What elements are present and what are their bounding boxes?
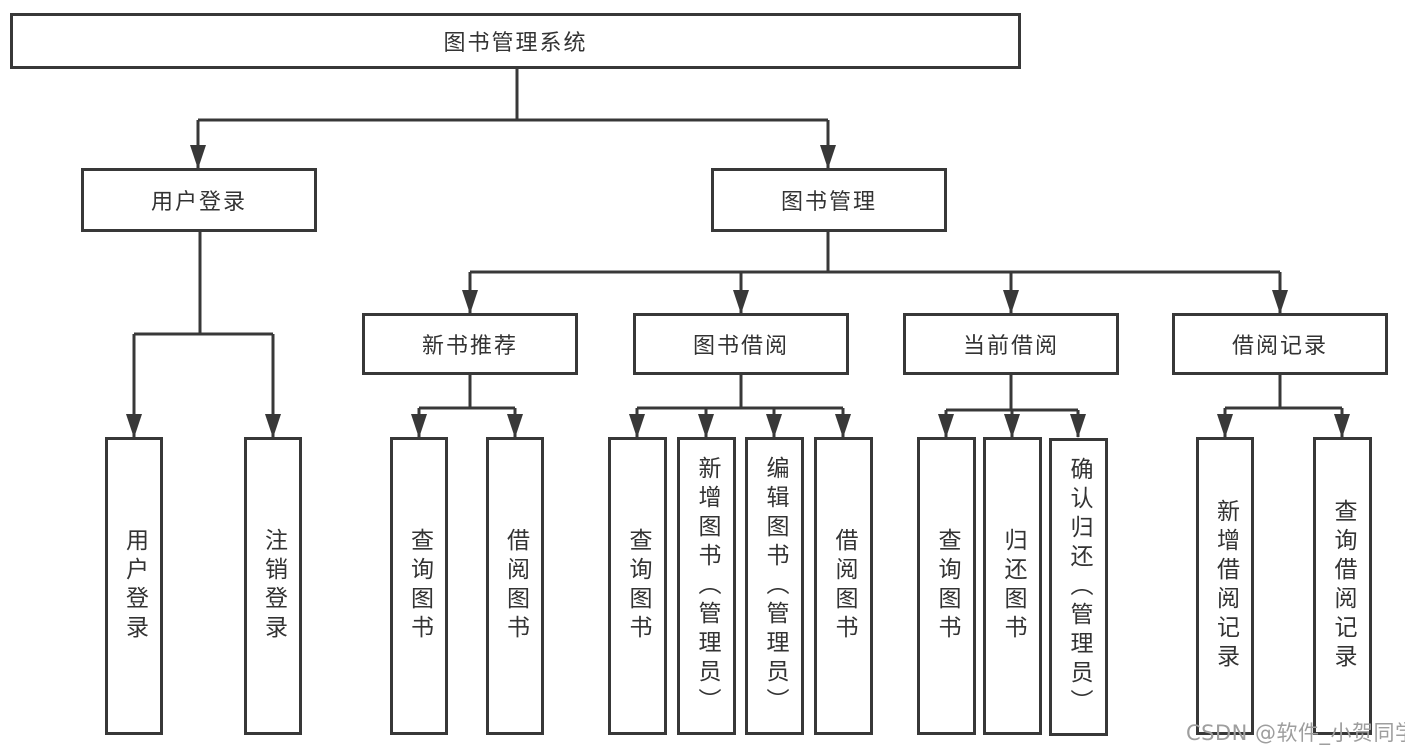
node-label: 归还图书 <box>1000 528 1026 644</box>
connector-book-management-to-level3 <box>462 232 1288 314</box>
node-label: 借阅图书 <box>831 528 857 644</box>
node-label: 借阅图书 <box>502 528 529 644</box>
node-leaf-return-book: 归还图书 <box>983 437 1042 735</box>
node-label: 用户登录 <box>121 528 148 644</box>
node-leaf-query-books-1: 查询图书 <box>390 437 448 735</box>
node-label: 新书推荐 <box>421 334 518 359</box>
node-label: 查询图书 <box>406 528 433 644</box>
node-book-borrowing: 图书借阅 <box>633 313 849 375</box>
connector-root-to-level2 <box>190 68 836 169</box>
connector-book-borrowing-to-leaves <box>629 375 851 438</box>
node-leaf-query-books-3: 查询图书 <box>917 437 976 735</box>
node-leaf-query-books-2: 查询图书 <box>608 437 667 735</box>
node-library-system: 图书管理系统 <box>10 13 1021 69</box>
node-label: 当前借阅 <box>962 334 1059 359</box>
node-label: 确认归还（管理员） <box>1066 456 1092 718</box>
connector-borrowing-records-to-leaves <box>1217 375 1350 438</box>
node-leaf-confirm-return-admin: 确认归还（管理员） <box>1049 438 1108 736</box>
node-label: 新增图书（管理员） <box>694 455 720 717</box>
node-label: 查询图书 <box>625 528 651 644</box>
node-current-borrowing: 当前借阅 <box>903 313 1119 375</box>
node-label: 查询图书 <box>934 528 960 644</box>
node-leaf-add-book-admin: 新增图书（管理员） <box>677 437 736 735</box>
node-label: 借阅记录 <box>1231 334 1328 359</box>
node-leaf-edit-book-admin: 编辑图书（管理员） <box>745 437 804 735</box>
node-leaf-add-borrow-record: 新增借阅记录 <box>1196 437 1254 735</box>
connector-line <box>134 232 273 336</box>
connector-line <box>198 68 828 122</box>
node-borrowing-records: 借阅记录 <box>1172 313 1388 375</box>
node-label: 用户登录 <box>150 190 247 215</box>
node-leaf-borrow-books-1: 借阅图书 <box>486 437 544 735</box>
node-leaf-user-login: 用户登录 <box>105 437 163 735</box>
node-leaf-query-borrow-record: 查询借阅记录 <box>1313 437 1372 735</box>
connector-line <box>419 375 515 410</box>
csdn-watermark: CSDN @软件_小贺同学 <box>1186 721 1405 745</box>
node-label: 注销登录 <box>260 528 287 644</box>
connector-user-login-to-leaves <box>126 232 281 438</box>
node-new-book-recommend: 新书推荐 <box>362 313 578 375</box>
node-label: 图书管理 <box>780 190 877 215</box>
node-label: 新增借阅记录 <box>1212 499 1239 673</box>
connector-line <box>470 232 1280 274</box>
connector-line <box>1225 375 1342 410</box>
connector-line <box>637 375 843 410</box>
node-user-login: 用户登录 <box>81 168 317 232</box>
node-leaf-borrow-books-2: 借阅图书 <box>814 437 873 735</box>
connector-new-book-recommend-to-leaves <box>411 375 523 438</box>
node-book-management: 图书管理 <box>711 168 947 232</box>
node-label: 图书借阅 <box>692 334 789 359</box>
connector-current-borrowing-to-leaves <box>938 375 1086 438</box>
node-leaf-logout: 注销登录 <box>244 437 302 735</box>
node-label: 编辑图书（管理员） <box>762 455 788 717</box>
node-label: 图书管理系统 <box>443 31 588 56</box>
node-label: 查询借阅记录 <box>1330 499 1356 673</box>
connector-line <box>946 375 1078 412</box>
